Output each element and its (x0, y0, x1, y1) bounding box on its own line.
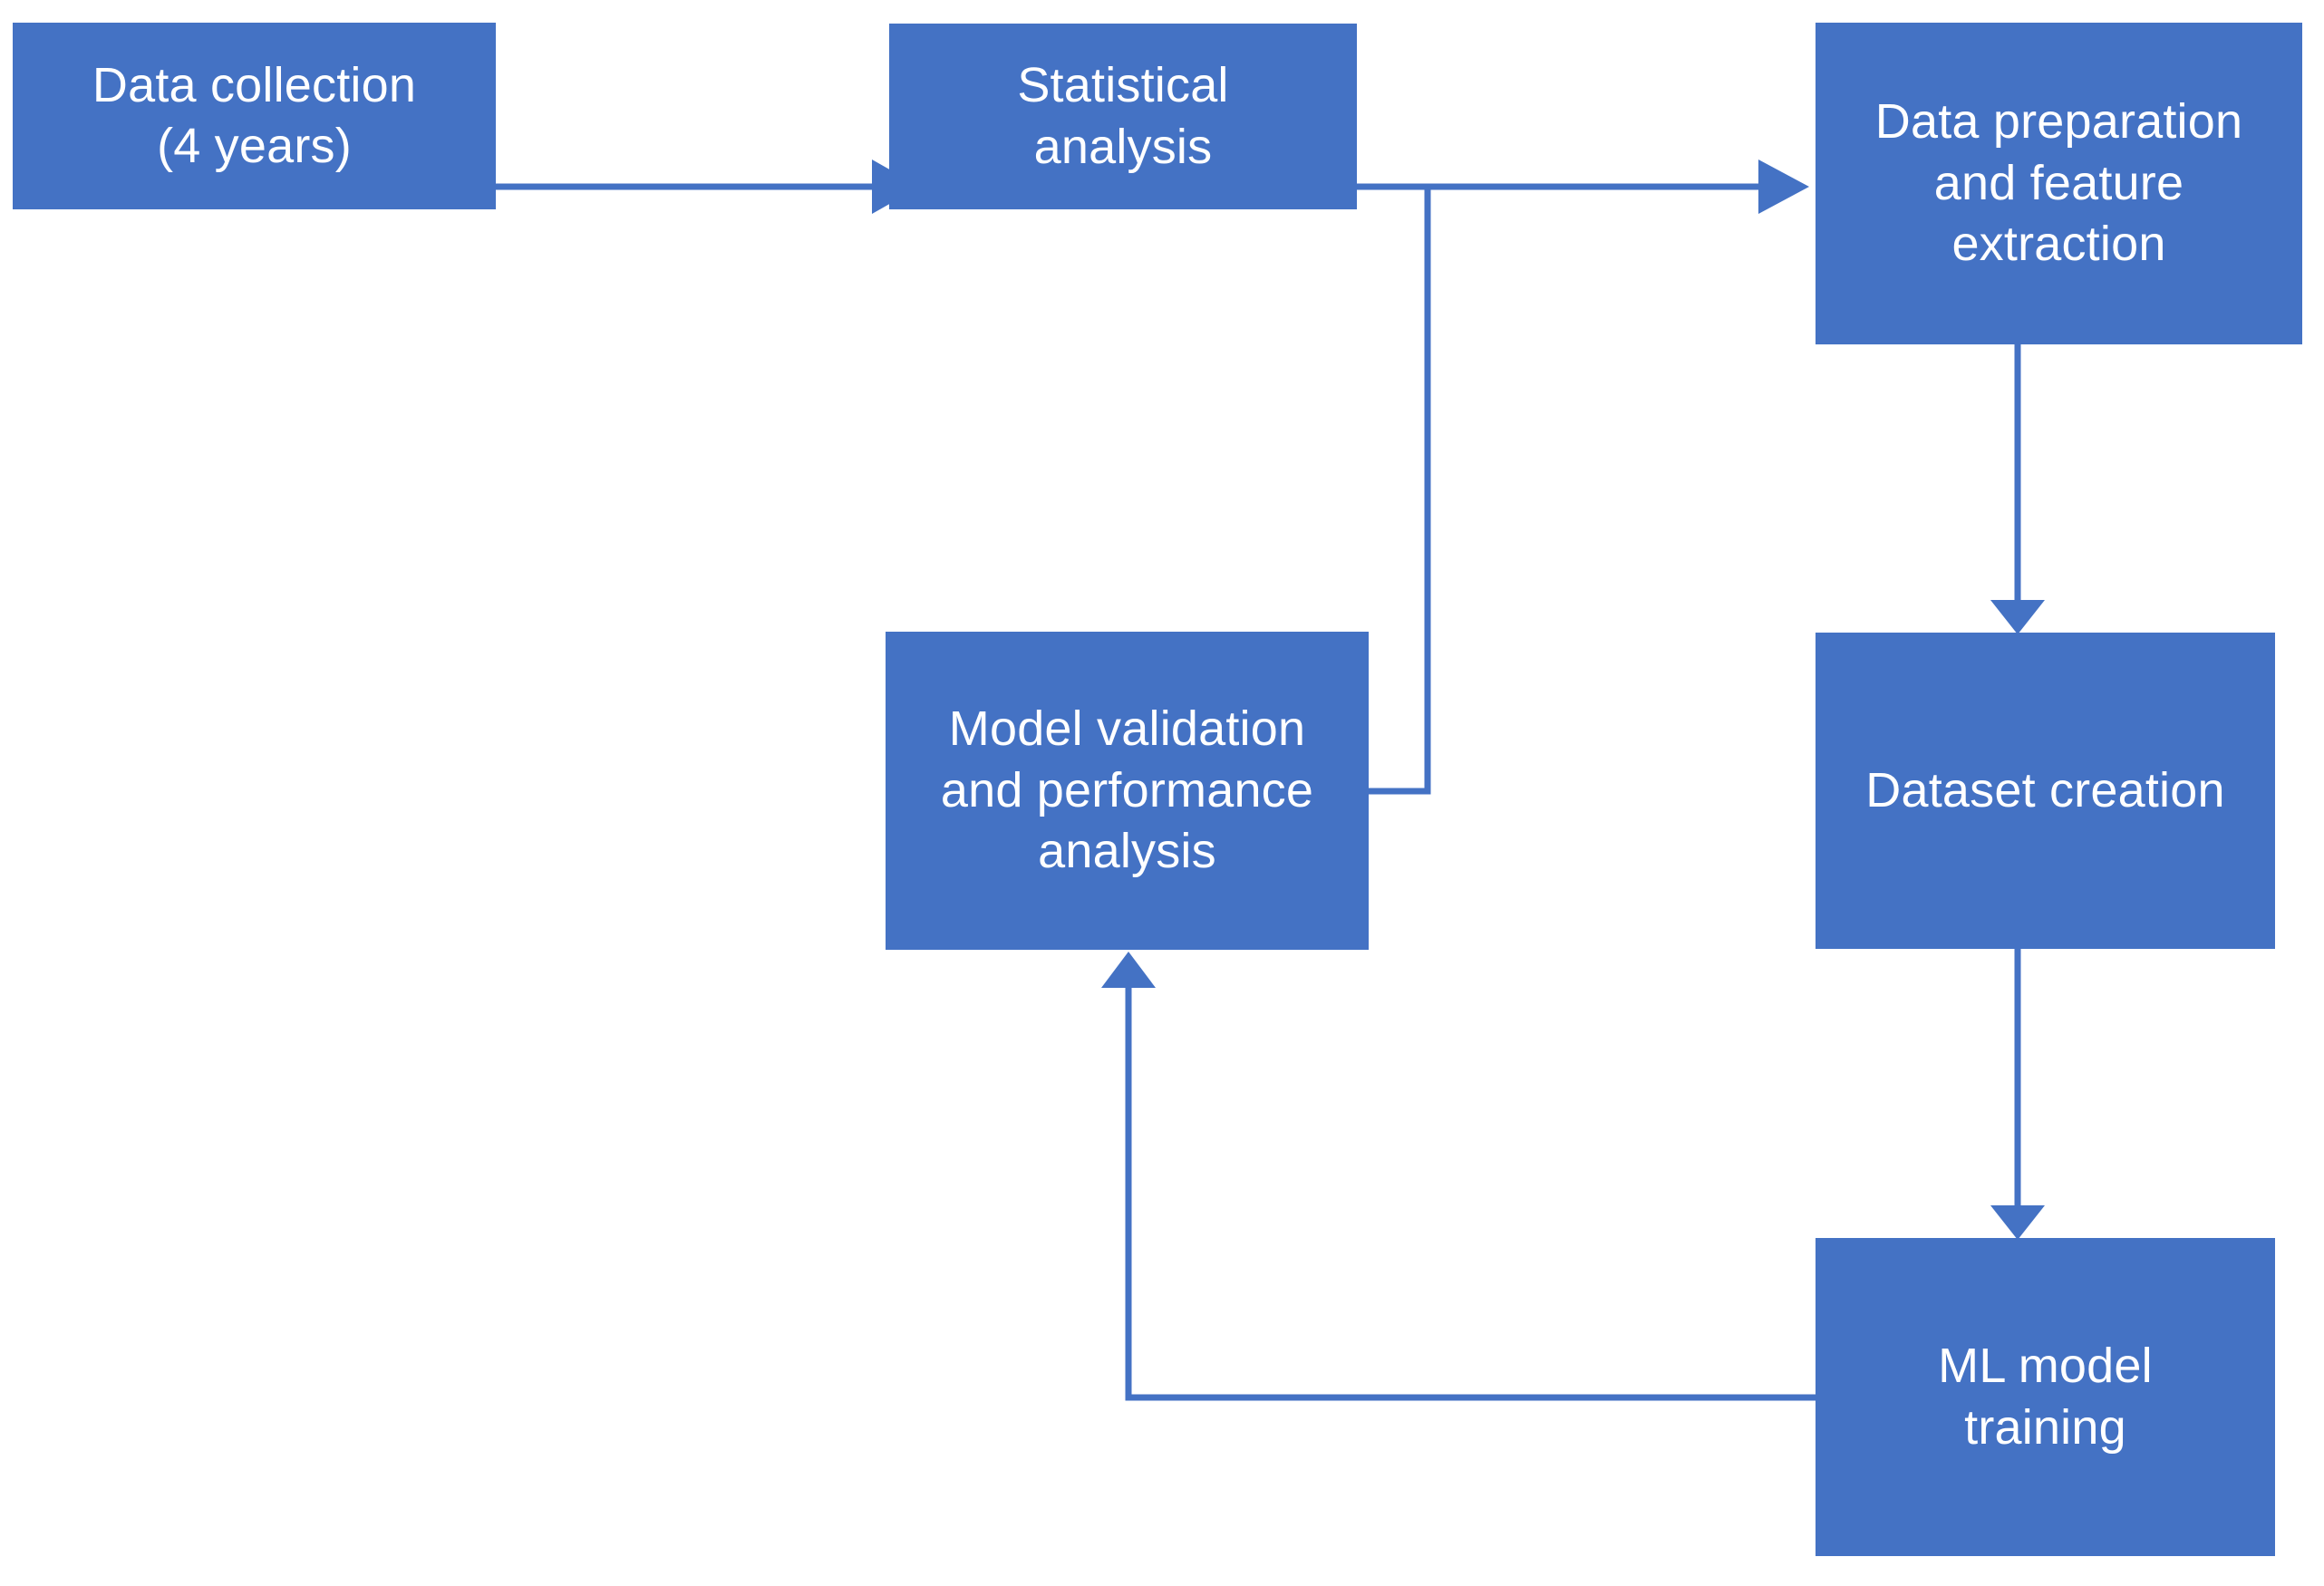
connector-validation-to-analysis (1369, 183, 1523, 795)
node-data-preparation[interactable]: Data preparation and feature extraction (1816, 23, 2302, 344)
connector-collection-to-analysis (496, 160, 920, 214)
connector-preparation-to-dataset (1990, 344, 2045, 634)
node-model-validation[interactable]: Model validation and performance analysi… (886, 632, 1369, 950)
node-ml-model-training[interactable]: ML model training (1816, 1238, 2275, 1556)
connector-dataset-to-training (1990, 949, 2045, 1240)
node-dataset-creation[interactable]: Dataset creation (1816, 633, 2275, 949)
connector-analysis-to-preparation (1357, 160, 1809, 214)
connector-training-to-validation (1101, 952, 1816, 1401)
node-data-collection[interactable]: Data collection (4 years) (13, 23, 496, 209)
node-statistical-analysis[interactable]: Statistical analysis (889, 24, 1357, 209)
